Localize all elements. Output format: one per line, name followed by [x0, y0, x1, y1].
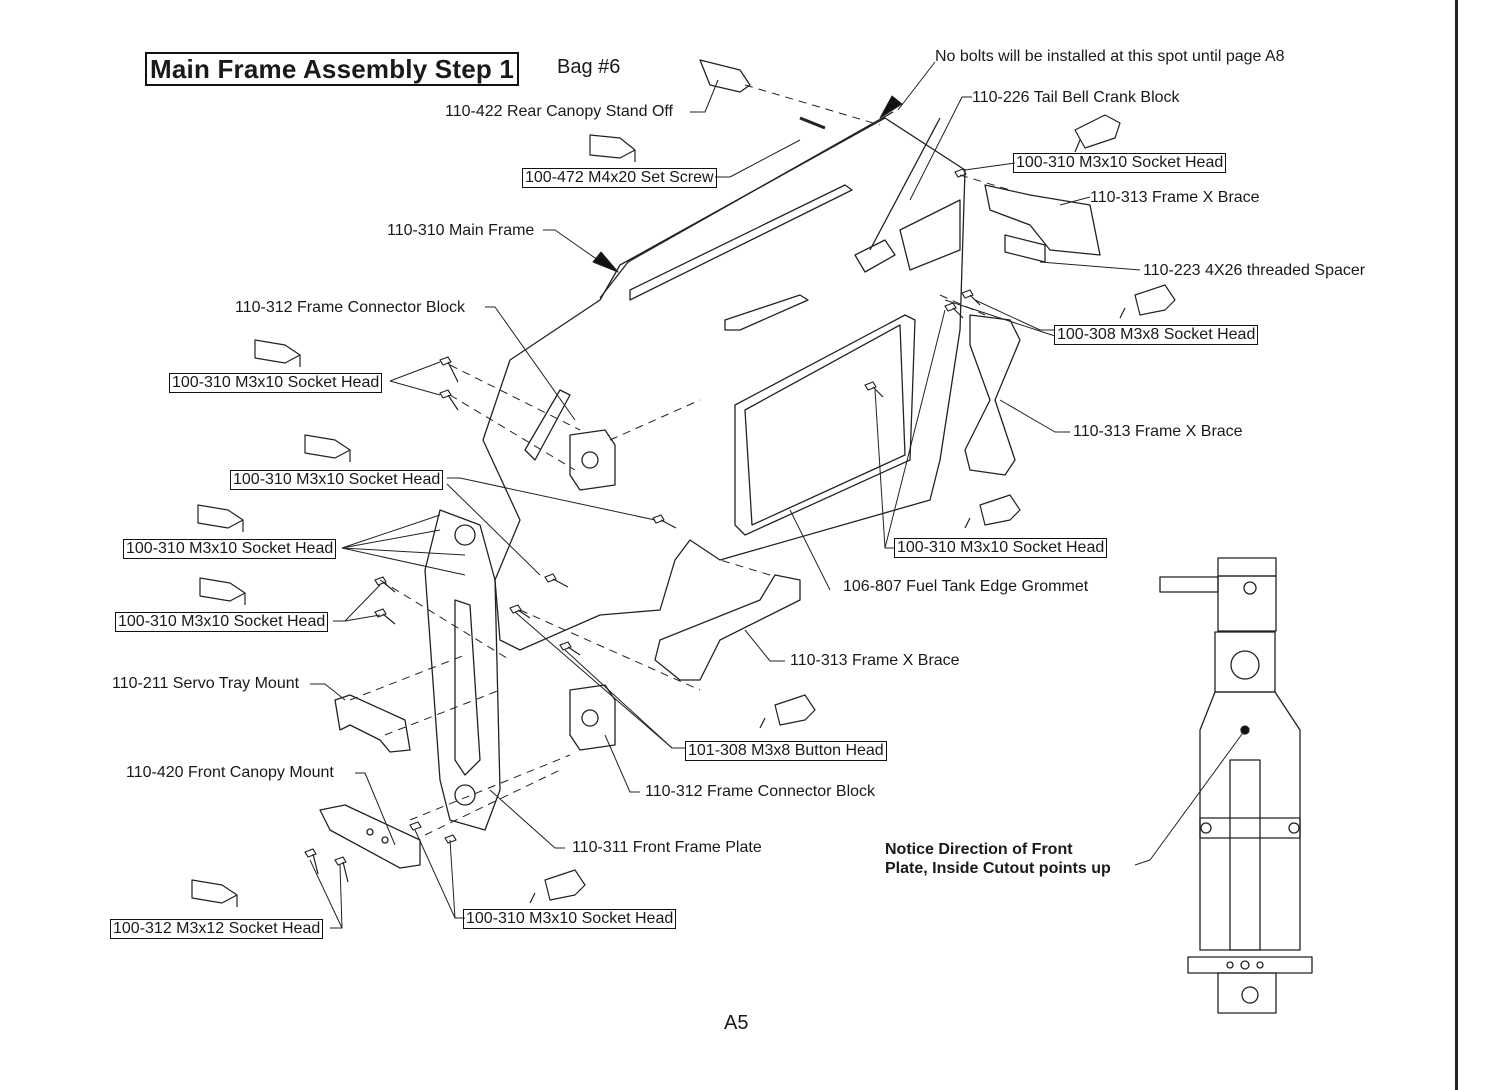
- rear-canopy-standoff-label: 110-422 Rear Canopy Stand Off: [445, 103, 673, 120]
- tail-bell-crank-label: 110-226 Tail Bell Crank Block: [972, 89, 1180, 106]
- frame-x-brace-top: [984, 184, 1101, 256]
- socket-head-left-1-label: 100-310 M3x10 Socket Head: [169, 373, 383, 393]
- frame-connector-bottom-label: 110-312 Frame Connector Block: [645, 783, 876, 800]
- bag-label: Bag #6: [557, 56, 621, 78]
- fuel-tank-grommet-label: 106-807 Fuel Tank Edge Grommet: [843, 578, 1089, 595]
- socket-head-m3x12-label: 100-312 M3x12 Socket Head: [110, 919, 324, 939]
- frame-x-brace-right: [964, 314, 1021, 476]
- notice-text: Notice Direction of Front Plate, Inside …: [885, 840, 1111, 878]
- frame-connector-block-bottom: [569, 684, 616, 751]
- page-title: Main Frame Assembly Step 1: [145, 52, 520, 86]
- page-number: A5: [724, 1012, 749, 1034]
- socket-head-top-right-label: 100-310 M3x10 Socket Head: [1013, 153, 1227, 173]
- front-frame-plate: [424, 509, 501, 831]
- tail-bell-crank-block: [854, 239, 896, 273]
- notice-line-2: Plate, Inside Cutout points up: [885, 860, 1111, 877]
- servo-tray-mount: [334, 694, 411, 753]
- fuel-tank-cutout: [734, 314, 916, 536]
- front-frame-plate-label: 110-311 Front Frame Plate: [572, 839, 762, 856]
- threaded-spacer-label: 110-223 4X26 threaded Spacer: [1143, 262, 1366, 279]
- thread-locker-icons: [191, 114, 1176, 907]
- notice-line-1: Notice Direction of Front: [885, 841, 1073, 858]
- front-canopy-mount-label: 110-420 Front Canopy Mount: [126, 764, 334, 781]
- page-border: [1455, 0, 1458, 1090]
- front-canopy-mount: [319, 804, 421, 869]
- frame-connector-top-label: 110-312 Frame Connector Block: [235, 299, 466, 316]
- socket-head-bottom-label: 100-310 M3x10 Socket Head: [463, 909, 677, 929]
- threaded-spacer: [1004, 234, 1046, 263]
- frame-x-brace-bottom: [654, 574, 801, 681]
- rear-canopy-standoff: [699, 59, 751, 93]
- frame-x-brace-bottom-label: 110-313 Frame X Brace: [790, 652, 960, 669]
- set-screw-label: 100-472 M4x20 Set Screw: [522, 168, 717, 188]
- top-view-frame: [1159, 557, 1313, 1014]
- main-frame-plate: [482, 117, 966, 651]
- socket-head-left-3-label: 100-310 M3x10 Socket Head: [123, 539, 337, 559]
- no-bolts-note: No bolts will be installed at this spot …: [935, 48, 1285, 65]
- socket-head-m3x8-label: 100-308 M3x8 Socket Head: [1054, 325, 1259, 345]
- frame-x-brace-right-label: 110-313 Frame X Brace: [1073, 423, 1243, 440]
- socket-head-left-4-label: 100-310 M3x10 Socket Head: [115, 612, 329, 632]
- frame-connector-block-top: [569, 429, 616, 491]
- main-frame-label: 110-310 Main Frame: [387, 222, 535, 239]
- socket-head-left-2-label: 100-310 M3x10 Socket Head: [230, 470, 444, 490]
- socket-head-center-label: 100-310 M3x10 Socket Head: [894, 538, 1108, 558]
- servo-tray-mount-label: 110-211 Servo Tray Mount: [112, 675, 300, 692]
- frame-x-brace-top-label: 110-313 Frame X Brace: [1090, 189, 1260, 206]
- button-head-label: 101-308 M3x8 Button Head: [685, 741, 887, 761]
